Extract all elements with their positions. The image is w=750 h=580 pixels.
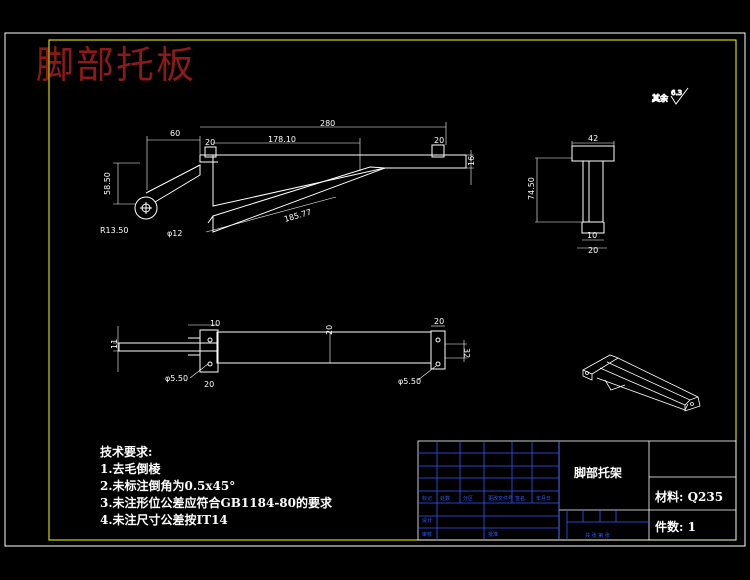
dim-10b: 10 xyxy=(210,319,220,328)
side-view xyxy=(571,145,615,234)
isometric-view xyxy=(582,354,701,412)
part-name: 脚部托架 xyxy=(574,466,623,480)
roughness-value: 6.3 xyxy=(671,89,682,97)
roughness-note: 其余 xyxy=(652,93,668,103)
quantity: 件数: 1 xyxy=(655,520,696,534)
roughness-symbol: 其余 6.3 xyxy=(652,87,689,105)
svg-text:年月日: 年月日 xyxy=(536,495,551,502)
dim-11: 11 xyxy=(110,339,119,349)
dim-20a: 20 xyxy=(205,138,215,147)
technical-notes: 技术要求: 1.去毛倒棱 2.未标注倒角为0.5x45° 3.未注形位公差应符合… xyxy=(100,444,332,529)
side-view-dims xyxy=(535,141,615,249)
dim-phi12: φ12 xyxy=(167,229,182,238)
dim-42: 42 xyxy=(588,134,598,143)
dim-7450: 74.50 xyxy=(527,177,536,200)
note-item: 4.未注尺寸公差按IT14 xyxy=(100,513,228,527)
dim-20e: 20 xyxy=(434,317,444,326)
svg-text:更改文件号: 更改文件号 xyxy=(488,495,513,502)
top-view-labels: 10 20 20 11 32 φ5.50 φ5.50 20 xyxy=(110,317,471,389)
svg-text:处数: 处数 xyxy=(440,495,450,502)
svg-text:标记: 标记 xyxy=(422,495,432,502)
svg-text:共 张 第 张: 共 张 第 张 xyxy=(585,532,610,539)
dim-20d: 20 xyxy=(325,325,334,335)
dim-phi550b: φ5.50 xyxy=(398,377,421,386)
inner-frame xyxy=(48,39,737,541)
dim-20c: 20 xyxy=(588,246,598,255)
front-view xyxy=(134,144,467,233)
dim-20b: 20 xyxy=(434,136,444,145)
top-view xyxy=(118,329,446,373)
front-view-labels: 60 280 178.10 20 20 16 58.50 R13.50 φ12 … xyxy=(100,119,476,238)
svg-text:签名: 签名 xyxy=(515,495,525,502)
title-block-small-labels: 标记 处数 分区 更改文件号签名 年月日 设计审核 批准 共 张 第 张 xyxy=(422,495,610,539)
dim-5850: 58.50 xyxy=(103,172,112,195)
dim-32: 32 xyxy=(462,348,471,358)
dim-phi550a: φ5.50 xyxy=(165,374,188,383)
dim-10: 10 xyxy=(587,231,597,240)
note-item: 2.未标注倒角为0.5x45° xyxy=(100,479,236,493)
watermark-title: 脚部托板 xyxy=(36,43,197,87)
notes-heading: 技术要求: xyxy=(100,445,153,459)
top-view-dims xyxy=(113,324,467,381)
dim-60: 60 xyxy=(170,129,180,138)
dim-20f: 20 xyxy=(204,380,214,389)
title-block-grid xyxy=(418,441,649,540)
outer-border xyxy=(4,32,746,547)
dim-16: 16 xyxy=(467,156,476,166)
front-view-dims xyxy=(113,122,474,233)
material: 材料: Q235 xyxy=(655,490,724,504)
dim-r1350: R13.50 xyxy=(100,226,128,235)
side-view-labels: 42 74.50 10 20 xyxy=(527,134,598,255)
svg-text:审核: 审核 xyxy=(422,531,432,538)
svg-text:设计: 设计 xyxy=(422,517,432,524)
dim-178: 178.10 xyxy=(268,135,296,144)
note-item: 1.去毛倒棱 xyxy=(100,462,161,476)
note-item: 3.未注形位公差应符合GB1184-80的要求 xyxy=(100,496,332,510)
svg-text:分区: 分区 xyxy=(463,495,473,502)
dim-280: 280 xyxy=(320,119,335,128)
svg-text:批准: 批准 xyxy=(488,531,498,538)
